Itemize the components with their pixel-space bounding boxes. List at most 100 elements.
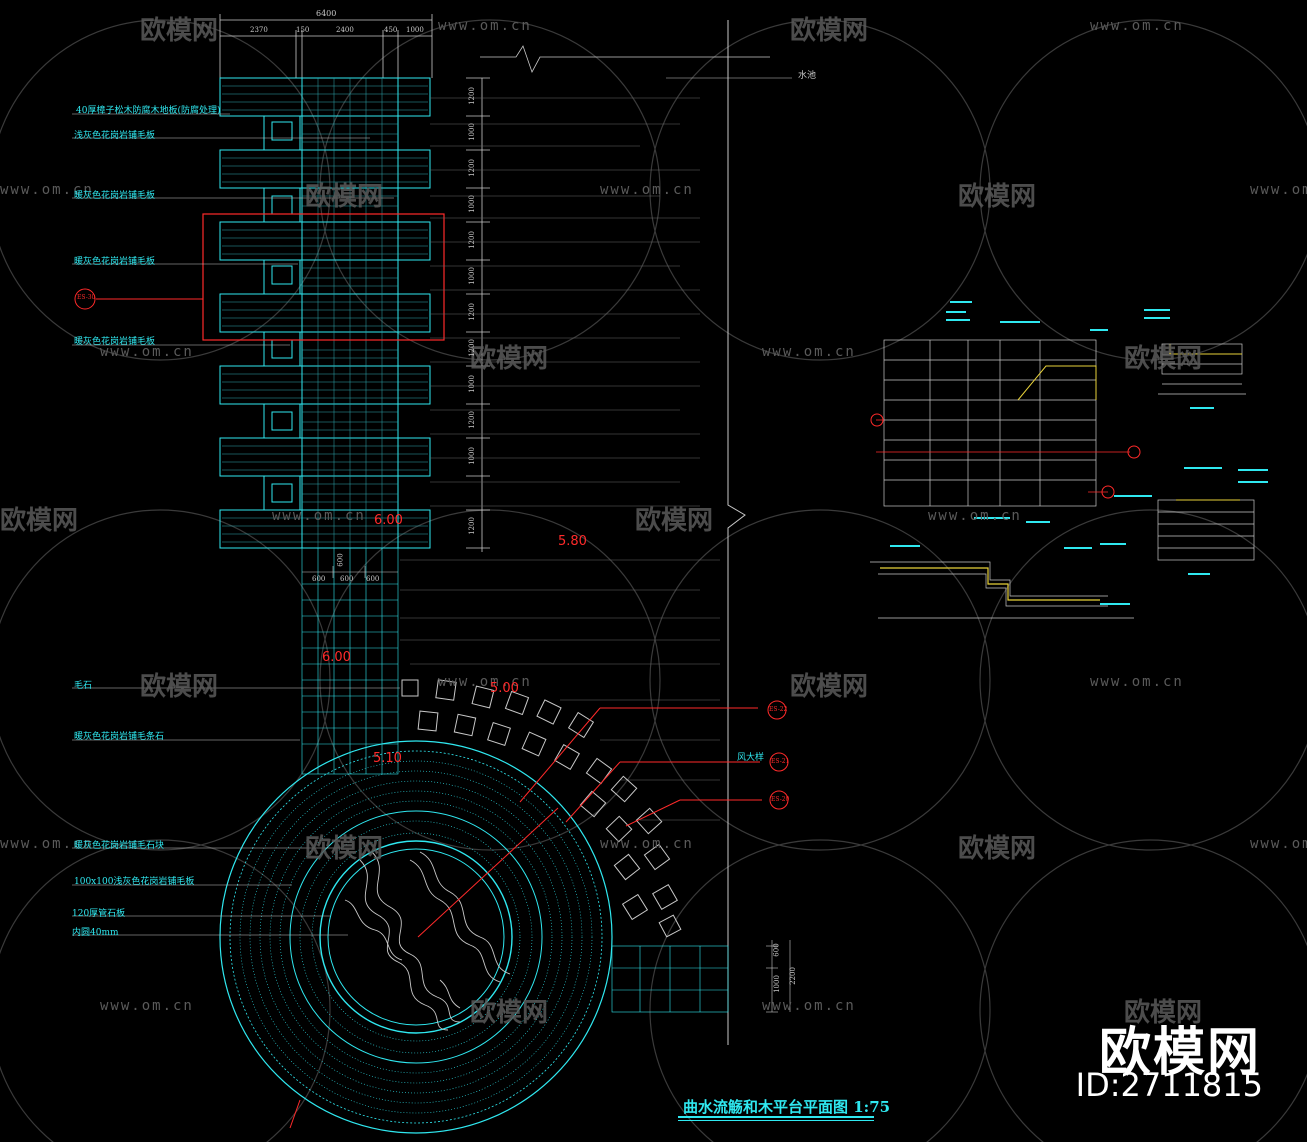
label-granite-block: 暖灰色花岗岩铺毛石块 xyxy=(74,841,165,851)
section-detail-a-highlights xyxy=(876,419,1130,493)
scatter-stones xyxy=(401,679,682,938)
detail-callout-box xyxy=(202,213,445,341)
paving-path xyxy=(301,547,399,775)
watermark-arcs xyxy=(0,19,1307,1142)
ref-circles-right xyxy=(767,700,789,810)
dim-stack-10: 1200 xyxy=(467,411,476,429)
watermark-logo-14: 欧模网 xyxy=(1124,998,1203,1028)
label-inner-dia: 内圆40mm xyxy=(72,928,119,938)
label-ref-20: ES-20 xyxy=(771,796,790,803)
watermark-url-11: www.om.cn xyxy=(1090,674,1184,690)
dim-stack-11: 1000 xyxy=(467,447,476,465)
label-granite-warm-a: 暖灰色花岗岩铺毛板 xyxy=(74,191,156,201)
dim-top-1: 2370 xyxy=(250,26,268,34)
section-detail-d xyxy=(870,561,1134,619)
label-granite-100: 100x100浅灰色花岗岩铺毛板 xyxy=(74,877,195,887)
bottom-dimension xyxy=(766,940,791,1013)
dim-path-3: 600 xyxy=(366,575,380,583)
break-line-top xyxy=(480,45,770,73)
watermark-url-14: www.om.cn xyxy=(1250,836,1307,852)
dim-stack-3: 1200 xyxy=(467,159,476,177)
dim-path-2: 600 xyxy=(340,575,354,583)
watermark-url-5: www.om.cn xyxy=(1250,182,1307,198)
section-detail-d-tags xyxy=(890,517,1130,605)
dim-stack-7: 1200 xyxy=(467,303,476,321)
drawing-title: 曲水流觞和木平台平面图 1:75 xyxy=(683,1098,891,1116)
watermark-url-1: www.om.cn xyxy=(438,18,532,34)
elevation-mark-2: 5.80 xyxy=(558,534,587,549)
watermark-logo-5: 欧模网 xyxy=(470,344,549,374)
watermark-url-9: www.om.cn xyxy=(928,508,1022,524)
watermark-logo-2: 欧模网 xyxy=(790,16,869,46)
label-granite-warm-b: 暖灰色花岗岩铺毛板 xyxy=(74,257,156,267)
dim-stack-1: 1200 xyxy=(467,87,476,105)
drawing-title-underline xyxy=(678,1116,874,1118)
watermark-url-13: www.om.cn xyxy=(600,836,694,852)
ref-circles-detail xyxy=(870,413,1141,499)
watermark-logo-4: 欧模网 xyxy=(958,182,1037,212)
watermark-url-8: www.om.cn xyxy=(272,508,366,524)
section-detail-b-yellow xyxy=(1169,344,1242,355)
watermark-url-4: www.om.cn xyxy=(600,182,694,198)
watermark-logo-7: 欧模网 xyxy=(635,506,714,536)
top-dimension xyxy=(219,14,433,78)
circular-plaza xyxy=(219,740,613,1134)
right-dimension-stack xyxy=(466,77,490,552)
dim-stack-5: 1200 xyxy=(467,231,476,249)
watermark-url-16: www.om.cn xyxy=(762,998,856,1014)
elevation-mark-4: 5.00 xyxy=(490,681,519,696)
watermark-url-10: www.om.cn xyxy=(438,674,532,690)
dim-top-total: 6400 xyxy=(316,9,337,18)
dim-top-3: 2400 xyxy=(336,26,354,34)
section-detail-d-yellow xyxy=(880,567,1100,601)
drawing-title-underline-thin xyxy=(678,1120,874,1121)
watermark-logo-13: 欧模网 xyxy=(470,998,549,1028)
pool-hatch xyxy=(400,97,720,821)
section-detail-a xyxy=(883,339,1097,507)
watermark-brand: 欧模网 xyxy=(1098,1023,1261,1083)
watermark-url-2: www.om.cn xyxy=(1090,18,1184,34)
watermark-url-3: www.om.cn xyxy=(0,182,94,198)
dim-path-1: 600 xyxy=(312,575,326,583)
meander-channel xyxy=(344,851,511,1031)
dim-br-1: 600 xyxy=(772,943,781,957)
watermark-url-7: www.om.cn xyxy=(762,344,856,360)
elevation-mark-5: 5.10 xyxy=(373,751,402,766)
watermark-logo-3: 欧模网 xyxy=(305,182,384,212)
red-leaders xyxy=(289,707,762,1129)
section-detail-b-tags xyxy=(1144,309,1214,409)
label-granite-warm-c: 暖灰色花岗岩铺毛板 xyxy=(74,337,156,347)
watermark-id: ID:2711815 xyxy=(1075,1066,1263,1104)
section-detail-c xyxy=(1157,499,1255,561)
dim-top-2: 150 xyxy=(296,26,310,34)
dim-stack-2: 1000 xyxy=(467,123,476,141)
label-wind-stone: 风大样 xyxy=(737,753,765,763)
dim-top-5: 1000 xyxy=(406,26,424,34)
label-water-pool: 水池 xyxy=(798,71,817,81)
label-gravel: 毛石 xyxy=(74,681,93,691)
stepping-stones xyxy=(263,78,399,548)
dim-br-3: 2200 xyxy=(788,967,797,985)
elevation-mark-3: 6.00 xyxy=(322,650,351,665)
pool-boundary-line xyxy=(727,20,746,1045)
label-granite-light-a: 浅灰色花岗岩铺毛板 xyxy=(74,131,156,141)
watermark-logo-10: 欧模网 xyxy=(790,672,869,702)
label-boardwalk-wood: 40厚樟子松木防腐木地板(防腐处理) xyxy=(76,106,221,116)
watermark-url-6: www.om.cn xyxy=(100,344,194,360)
label-curb-stone: 暖灰色花岗岩铺毛条石 xyxy=(74,732,165,742)
watermark-url-15: www.om.cn xyxy=(100,998,194,1014)
detail-ref-circle-left xyxy=(74,288,96,310)
dim-path-gap: 600 xyxy=(336,553,345,567)
label-pipe-stone: 120厚管石板 xyxy=(72,909,126,919)
watermark-logo-1: 欧模网 xyxy=(140,16,219,46)
path-dimension xyxy=(302,566,398,578)
watermark-logo-8: 欧模网 xyxy=(0,506,79,536)
stair-lines xyxy=(302,78,398,548)
dim-stack-9: 1000 xyxy=(467,375,476,393)
dim-stack-4: 1000 xyxy=(467,195,476,213)
dim-top-4: 450 xyxy=(384,26,398,34)
section-detail-a-cyan-tags xyxy=(946,301,1152,497)
plank-grain xyxy=(222,85,428,543)
watermark-logo-9: 欧模网 xyxy=(140,672,219,702)
